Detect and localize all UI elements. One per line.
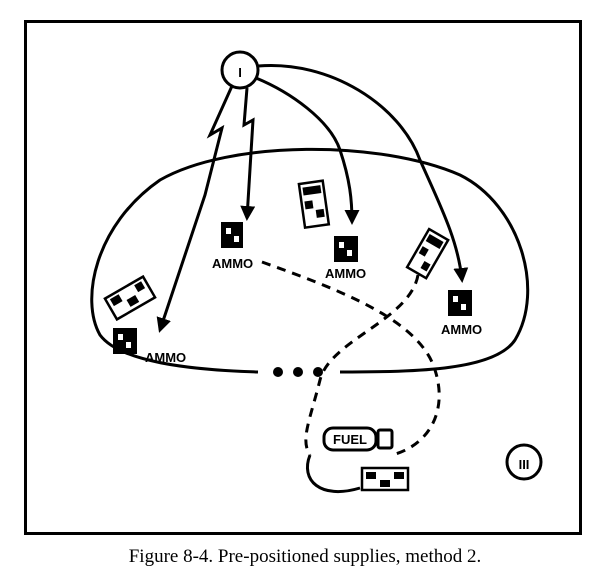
- ammo-label: AMMO: [145, 350, 186, 365]
- supply-arrow: [257, 63, 469, 283]
- gap-dot: [313, 367, 323, 377]
- dashed-route: [261, 260, 441, 457]
- ammo-label: AMMO: [325, 266, 366, 281]
- figure-caption: Figure 8-4. Pre-positioned supplies, met…: [128, 546, 482, 567]
- truck-icon: [405, 227, 450, 280]
- gap-dot: [293, 367, 303, 377]
- truck-icon: [297, 179, 331, 230]
- supply-arrow: [156, 85, 234, 333]
- fuel-label: FUEL: [333, 432, 367, 447]
- route-line: [306, 454, 361, 494]
- source-unit-label: I: [238, 65, 242, 80]
- unit-symbol-label: III: [519, 457, 530, 472]
- gap-dot: [273, 367, 283, 377]
- ammo-point-1: AMMO: [212, 222, 253, 271]
- supply-arrow: [240, 87, 256, 221]
- fuel-truck-icon: FUEL: [322, 426, 394, 452]
- dashed-route: [304, 274, 420, 456]
- ammo-point-2: AMMO: [325, 236, 366, 281]
- area-boundary: [90, 147, 530, 374]
- ammo-point-3: AMMO: [441, 290, 482, 337]
- ammo-label: AMMO: [441, 322, 482, 337]
- ammo-label: AMMO: [212, 256, 253, 271]
- source-unit-symbol: I: [220, 50, 260, 90]
- truck-icon: [103, 274, 157, 322]
- supply-arrow: [255, 76, 360, 225]
- ammo-point-4: AMMO: [113, 328, 186, 365]
- truck-icon: [360, 466, 410, 492]
- unit-symbol-iii: III: [505, 443, 543, 481]
